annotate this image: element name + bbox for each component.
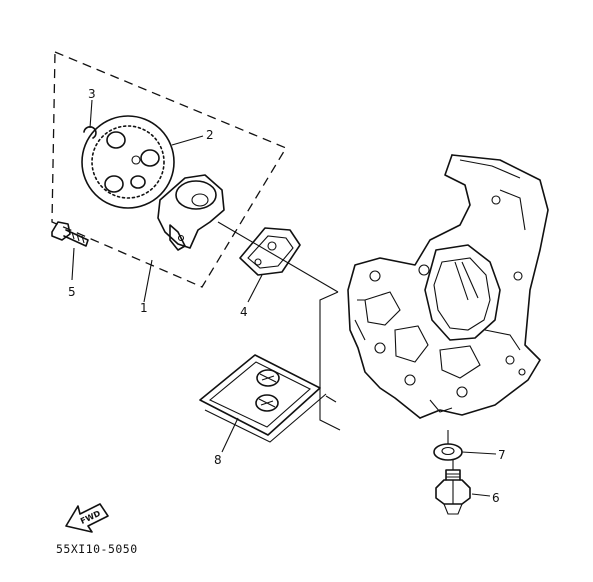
callout-5: 5 <box>68 285 76 299</box>
callout-7: 7 <box>498 448 506 462</box>
drain-plug <box>435 469 471 515</box>
callout-4: 4 <box>240 305 248 319</box>
callout-2: 2 <box>206 128 214 142</box>
callout-6: 6 <box>492 491 500 505</box>
circlip <box>83 126 97 139</box>
callout-1: 1 <box>140 301 148 315</box>
crankcase <box>347 154 549 419</box>
gasket <box>239 227 301 276</box>
fwd-label: FWD <box>79 509 102 526</box>
assembly-lines <box>217 221 454 470</box>
driven-gear <box>81 115 175 209</box>
oil-pump-body <box>157 174 225 251</box>
washer <box>433 443 463 461</box>
leader-lines <box>71 99 497 497</box>
callout-3: 3 <box>88 87 96 101</box>
fwd-arrow-icon: FWD <box>65 503 109 533</box>
callout-8: 8 <box>214 453 222 467</box>
assembly-boundary <box>51 51 287 288</box>
bolt <box>51 221 89 247</box>
oil-strainer <box>199 354 327 443</box>
part-code: 55XI10-5050 <box>56 542 138 556</box>
